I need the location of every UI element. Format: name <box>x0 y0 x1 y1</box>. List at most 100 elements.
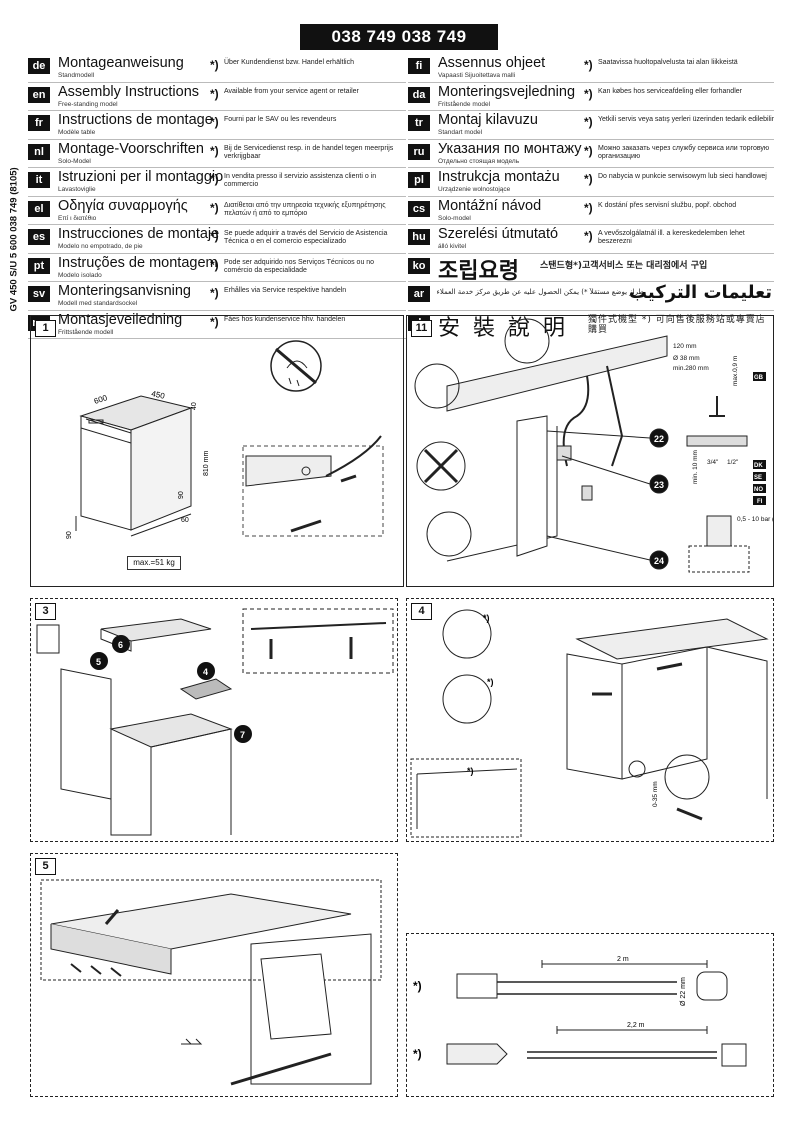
star-marker: *) <box>210 86 219 101</box>
badge-fi: FI <box>757 499 763 505</box>
lang-title: Assennus ohjeet <box>438 55 546 71</box>
lang-subtitle: Solo-model <box>438 214 471 222</box>
dim-0-35: 0-35 mm <box>652 781 659 807</box>
lang-note: Kan købes hos serviceafdeling eller forh… <box>598 87 742 95</box>
lang-title: Assembly Instructions <box>58 83 200 100</box>
lang-title: Montaj kilavuzu <box>438 112 538 128</box>
star-marker: *) <box>483 613 490 623</box>
lang-subtitle: álló kivitel <box>438 243 467 250</box>
star-marker: *) <box>584 143 593 158</box>
panel-5: 5 <box>30 853 398 1097</box>
star-marker: *) <box>584 115 593 129</box>
lang-note: طراز يوضع مستقلاً *) يمكن الحصول عليه عن… <box>436 288 644 296</box>
lang-code: cs <box>408 200 430 217</box>
dim-plinth: 90 <box>178 491 185 499</box>
lang-subtitle: Fritstående model <box>438 100 491 108</box>
star-marker: *) <box>413 979 422 993</box>
callout-4: 4 <box>203 667 208 677</box>
dim-d38: Ø 38 mm <box>673 355 700 362</box>
dim-foot: 60 <box>181 517 189 524</box>
lang-subtitle: Solo-Model <box>58 157 91 165</box>
star-marker: *) <box>210 143 219 158</box>
dim-120: 120 mm <box>673 343 696 350</box>
badge-no: NO <box>754 487 763 493</box>
lang-title: Szerelési útmutató <box>438 226 559 242</box>
lang-note: Saatavissa huoltopalvelusta tai alan lii… <box>598 59 738 66</box>
star-marker: *) <box>210 257 219 272</box>
lang-note: Bij de Servicedienst resp. in de handel … <box>224 144 394 160</box>
star-marker: *) <box>210 200 219 215</box>
lang-code: de <box>28 58 50 74</box>
size-three-quarter: 3/4" <box>707 459 719 466</box>
dim-top: 40 <box>191 402 198 410</box>
lang-note: Über Kundendienst bzw. Handel erhältlich <box>224 59 354 66</box>
built-in-installation-illustration: 0-35 mm *) *) *) <box>410 609 769 838</box>
size-half: 1/2" <box>727 459 739 466</box>
lang-note: K dostání přes servisní službu, popř. ob… <box>598 201 737 209</box>
star-marker: *) <box>584 229 593 243</box>
star-marker: *) <box>584 86 593 101</box>
callout-6: 6 <box>118 640 123 650</box>
dim-min280: min.280 mm <box>673 365 709 372</box>
lang-note: 스탠드형*)고객서비스 또는 대리점에서 구입 <box>540 260 708 271</box>
panel-number: 5 <box>35 858 56 875</box>
dim-depth: 450 <box>151 389 166 401</box>
star-marker: *) <box>210 314 219 329</box>
badge-se: SE <box>754 475 762 481</box>
lang-note: Fourni par le SAV ou les revendeurs <box>224 116 337 123</box>
lang-title: تعليمات التركيب <box>628 282 772 303</box>
star-marker: *) <box>467 766 474 776</box>
lang-subtitle: Modell med standardsockel <box>58 300 138 307</box>
lang-title: Instruções de montagem <box>58 254 218 271</box>
lang-code: es <box>28 229 50 245</box>
hose-length-2m: 2 m <box>617 956 629 963</box>
dim-min10: min. 10 mm <box>692 450 699 484</box>
lang-code: fr <box>28 115 50 131</box>
lang-code: el <box>28 200 50 217</box>
lang-code: tr <box>408 115 430 131</box>
lang-code: ru <box>408 143 430 160</box>
panel-3: 3 5 6 4 7 <box>30 598 398 842</box>
lang-note: In vendita presso il servizio assistenza… <box>224 173 377 188</box>
hose-diameter: Ø 22 mm <box>680 977 687 1006</box>
callout-23: 23 <box>654 480 664 490</box>
hose-length-2-2m: 2,2 m <box>627 1022 645 1029</box>
lang-note: Yetkili servis veya satış yerleri üzerin… <box>598 116 774 123</box>
panel-hoses: 2 m 2,2 m Ø 22 mm *) *) <box>406 933 774 1097</box>
max-weight-label: max.=51 kg <box>127 556 181 570</box>
lang-title: Instrucciones de montaje <box>58 226 220 242</box>
lang-note: Erhålles via Service respektive handeln <box>224 287 347 294</box>
lang-note: Available from your service agent or ret… <box>224 87 359 95</box>
panel-number: 11 <box>411 320 432 337</box>
lang-code: ko <box>408 257 430 274</box>
lang-subtitle: Frittstående modell <box>58 328 114 336</box>
lang-note: Pode ser adquirido nos Serviços Técnicos… <box>224 258 375 274</box>
lang-note: Διατίθεται από την υπηρεσία τεχνικής εξυ… <box>224 201 386 217</box>
badge-dk: DK <box>754 463 763 469</box>
star-marker: *) <box>210 115 219 129</box>
lang-title: Montážní návod <box>438 197 542 214</box>
dim-side: 90 <box>66 531 73 539</box>
lang-note: A vevőszolgálatnál ill. a kereskedelembe… <box>598 230 745 245</box>
document-code: GV 450 S/U 5 600 038 749 (8105) <box>8 167 20 312</box>
lang-title: 조립요령 <box>438 258 519 284</box>
panel-number: 1 <box>35 320 56 337</box>
worktop-removal-illustration: 5 6 4 7 <box>36 608 394 836</box>
lang-code: pt <box>28 257 50 274</box>
dim-max09: max.0,9 m <box>732 356 739 386</box>
pressure-spec: 0,5 - 10 bar (atü) max. 60°C <box>737 515 773 523</box>
lang-code: fi <box>408 58 430 74</box>
dim-height: 810 mm <box>203 451 210 476</box>
panel-number: 4 <box>411 603 432 620</box>
star-marker: *) <box>584 172 593 186</box>
